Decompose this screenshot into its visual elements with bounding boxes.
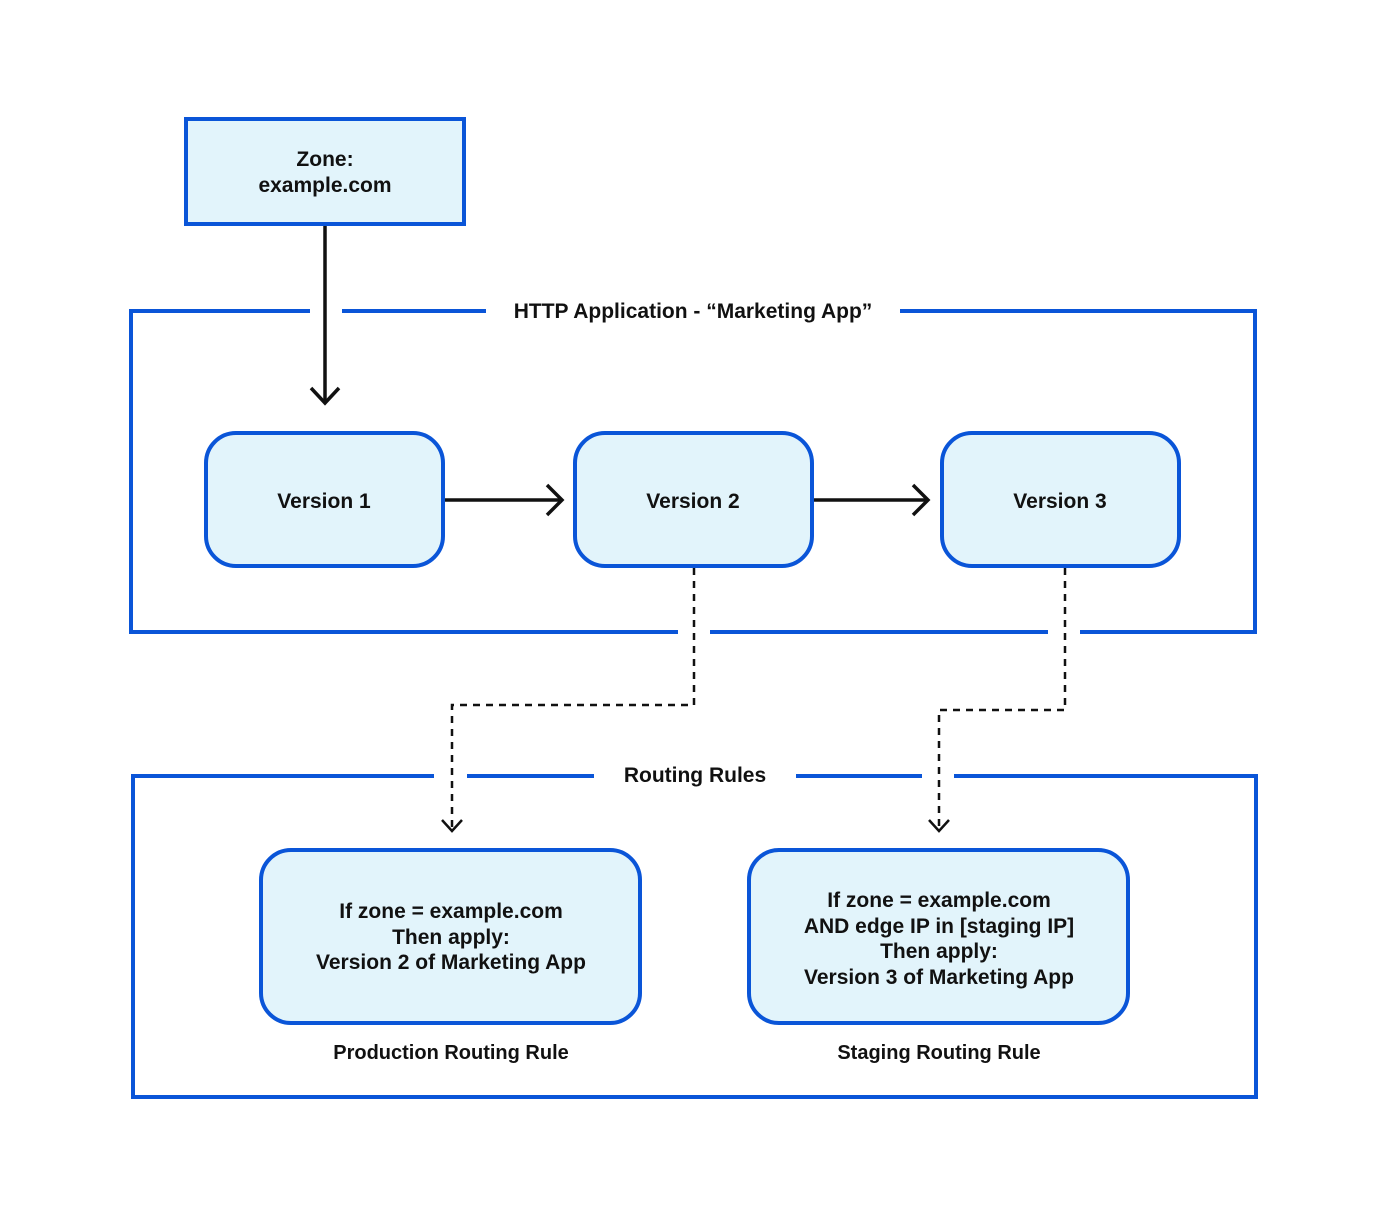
http-app-border-left — [129, 309, 678, 634]
version-3-label: Version 3 — [1013, 490, 1106, 513]
production-rule-line-3: Version 2 of Marketing App — [316, 951, 586, 974]
version-1-label: Version 1 — [277, 490, 371, 513]
staging-rule-box: If zone = example.com AND edge IP in [st… — [747, 848, 1130, 1025]
zone-box: Zone: example.com — [184, 117, 466, 226]
version-2-box: Version 2 — [573, 431, 814, 568]
version2-to-version3-arrow — [814, 483, 931, 517]
production-rule-line-2: Then apply: — [392, 926, 510, 949]
routing-rules-label: Routing Rules — [624, 764, 766, 787]
version1-to-version2-arrow — [445, 483, 565, 517]
zone-domain: example.com — [258, 174, 391, 197]
staging-rule-line-2: AND edge IP in [staging IP] — [804, 915, 1074, 938]
http-application-group — [129, 309, 1257, 634]
routing-rules-group — [131, 774, 1258, 1099]
http-app-border-right — [900, 309, 1257, 634]
production-rule-box: If zone = example.com Then apply: Versio… — [259, 848, 642, 1025]
staging-rule-line-3: Then apply: — [880, 940, 998, 963]
version-2-label: Version 2 — [646, 490, 739, 513]
staging-rule-line-4: Version 3 of Marketing App — [804, 966, 1074, 989]
routing-border-left — [131, 774, 1258, 1099]
version3-to-staging-dashed-arrow — [928, 568, 1067, 833]
version-1-box: Version 1 — [204, 431, 445, 568]
version2-to-production-dashed-arrow — [441, 568, 696, 833]
zone-label: Zone: — [296, 148, 353, 171]
zone-to-version1-arrow — [309, 226, 341, 406]
production-rule-line-1: If zone = example.com — [339, 900, 563, 923]
version-3-box: Version 3 — [940, 431, 1181, 568]
http-app-label: HTTP Application - “Marketing App” — [514, 300, 873, 323]
staging-rule-caption: Staging Routing Rule — [837, 1042, 1040, 1064]
staging-rule-line-1: If zone = example.com — [827, 889, 1051, 912]
production-rule-caption: Production Routing Rule — [333, 1042, 569, 1064]
